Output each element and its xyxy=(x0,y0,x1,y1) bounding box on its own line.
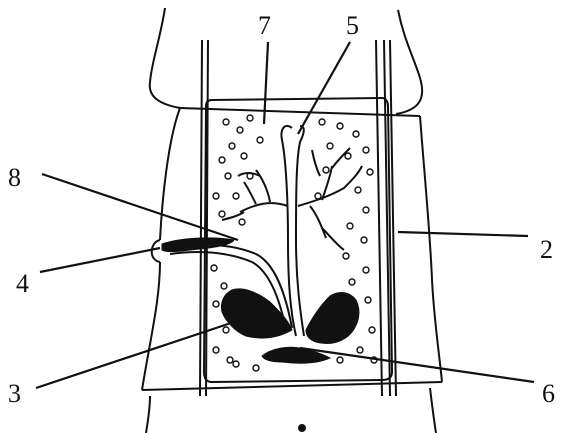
label-4: 4 xyxy=(16,269,29,298)
strobila-outline xyxy=(142,8,442,433)
pointer-lines xyxy=(36,42,534,388)
pointer-4 xyxy=(40,248,160,272)
pointer-8 xyxy=(42,174,238,240)
bottom-mark xyxy=(298,424,306,432)
label-6: 6 xyxy=(542,379,555,408)
vitelline-gland xyxy=(262,347,330,363)
label-5: 5 xyxy=(346,11,359,40)
cirrus-sac xyxy=(162,238,234,252)
pointer-6 xyxy=(300,348,534,382)
label-2: 2 xyxy=(540,235,553,264)
label-3: 3 xyxy=(8,379,21,408)
label-7: 7 xyxy=(258,11,271,40)
pointer-2 xyxy=(398,232,528,236)
label-8: 8 xyxy=(8,163,21,192)
genital-pore xyxy=(152,240,160,262)
